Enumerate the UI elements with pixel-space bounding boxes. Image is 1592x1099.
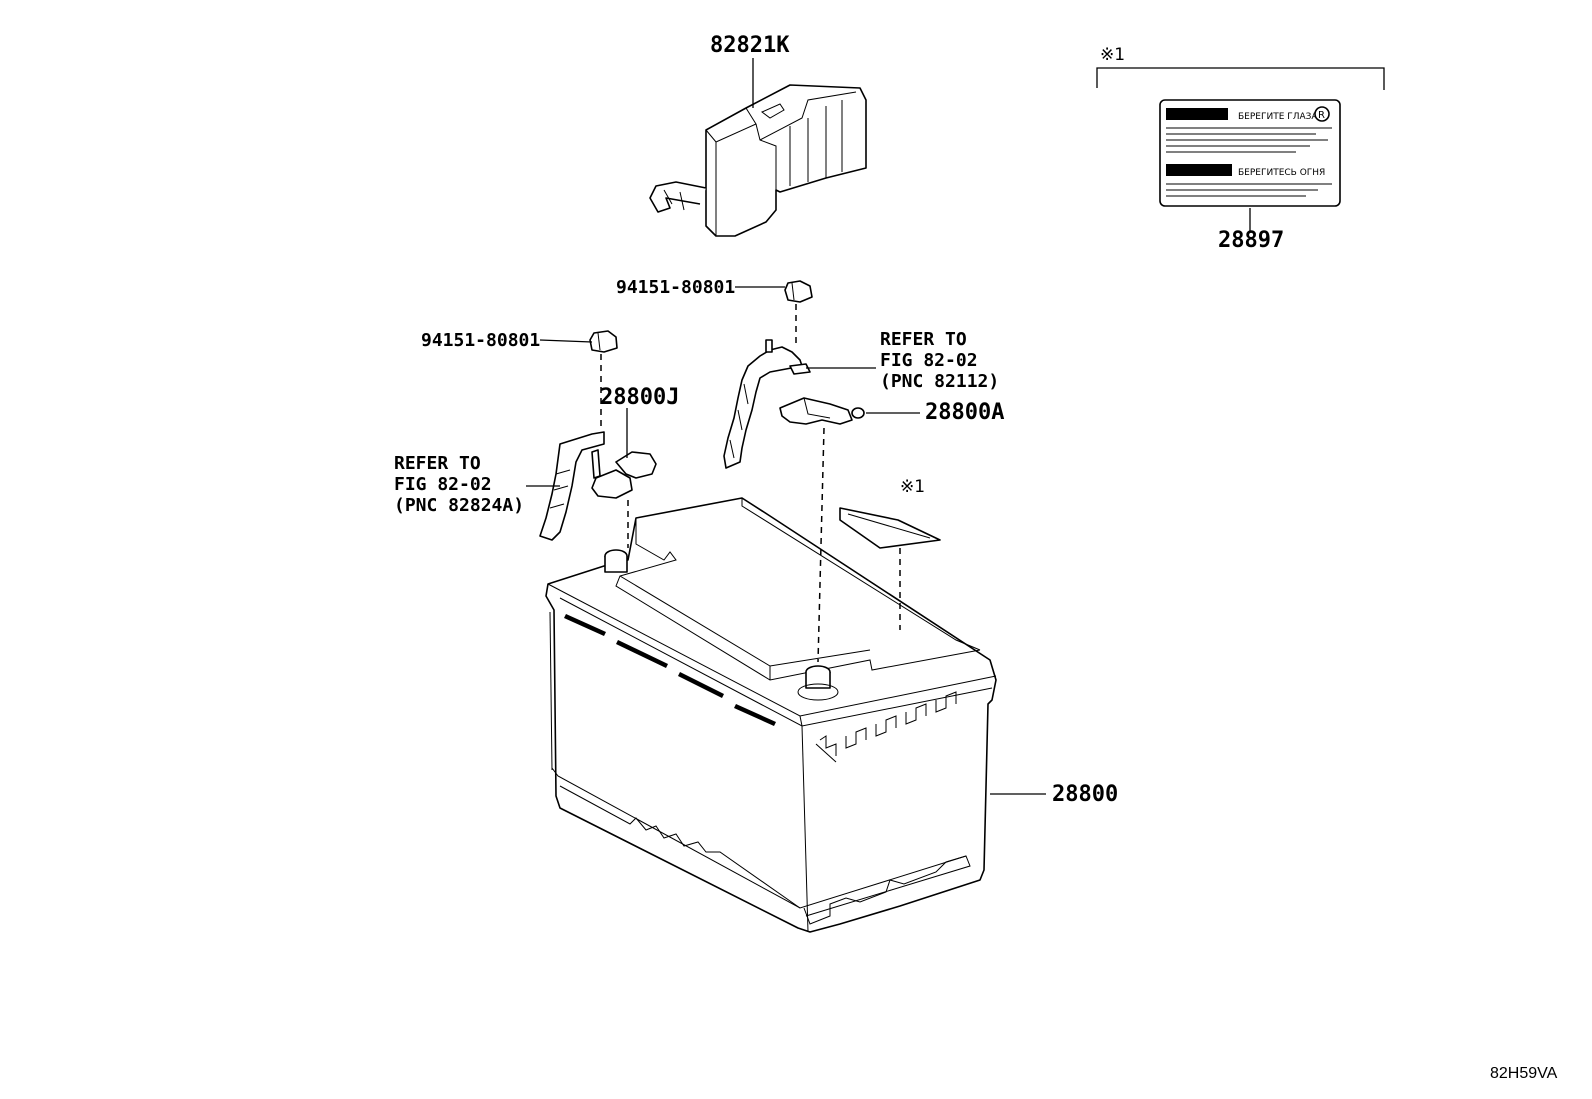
callout-82821K[interactable]: 82821K [710, 33, 790, 58]
terminal-cover-82821K[interactable] [649, 84, 867, 237]
refer-left-line-3: (PNC 82824A) [394, 495, 524, 516]
label-warning-line-2: БЕРЕГИТЕСЬ ОГНЯ [1238, 168, 1325, 178]
positive-terminal-assembly[interactable] [723, 339, 865, 469]
callout-94151-80801-right[interactable]: 94151-80801 [616, 277, 735, 298]
nut-right[interactable] [784, 280, 813, 303]
note-mark-sticker: ※1 [900, 477, 925, 497]
refer-right-line-3: (PNC 82112) [880, 371, 999, 392]
refer-right-line-2: FIG 82-02 [880, 350, 978, 371]
warning-label-28897[interactable]: БЕРЕГИТЕ ГЛАЗА R БЕРЕГИТЕСЬ ОГНЯ [1159, 99, 1341, 207]
callout-94151-80801-left[interactable]: 94151-80801 [421, 330, 540, 351]
refer-left-line-1: REFER TO [394, 453, 481, 474]
callout-28800A[interactable]: 28800A [925, 400, 1004, 425]
negative-terminal-assembly[interactable] [539, 431, 657, 541]
callout-28800J[interactable]: 28800J [600, 385, 679, 410]
note-bracket [1096, 67, 1385, 90]
figure-code: 82H59VA [1490, 1065, 1558, 1082]
nut-left[interactable] [589, 330, 618, 353]
refer-right-line-1: REFER TO [880, 329, 967, 350]
note-mark-bracket: ※1 [1100, 45, 1125, 65]
callout-28897[interactable]: 28897 [1218, 228, 1284, 253]
refer-left-line-2: FIG 82-02 [394, 474, 492, 495]
label-badge: R [1318, 110, 1325, 121]
label-warning-line-1: БЕРЕГИТЕ ГЛАЗА [1238, 112, 1318, 122]
battery-28800[interactable] [545, 497, 997, 933]
callout-28800[interactable]: 28800 [1052, 782, 1118, 807]
label-sticker-on-battery [839, 507, 941, 549]
leader-nut-left [539, 339, 593, 343]
